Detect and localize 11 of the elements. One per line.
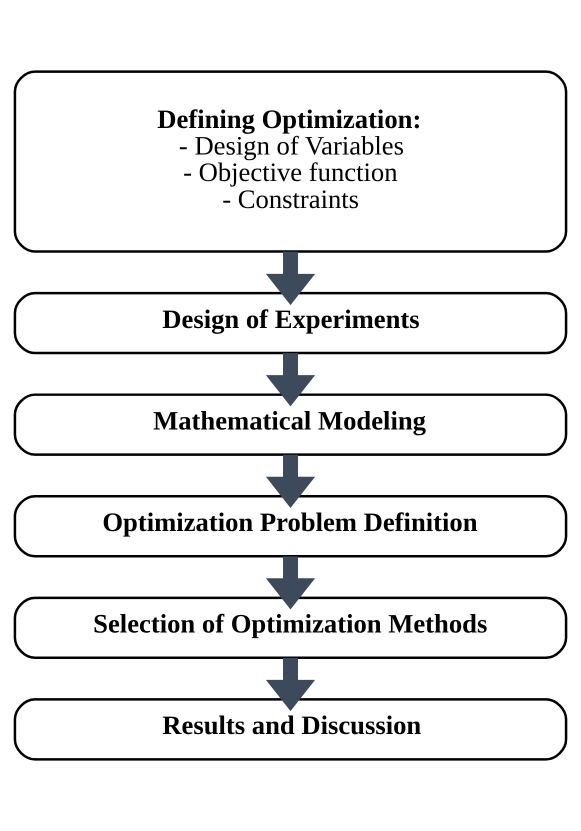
node-box: Design of Experiments xyxy=(14,292,568,354)
node-box: Results and Discussion xyxy=(14,698,568,761)
arrow xyxy=(266,556,316,610)
node-box: Mathematical Modeling xyxy=(14,393,568,456)
node-box: Defining Optimization: - Design of Variables - Objective function - Constraints xyxy=(14,70,568,253)
arrow xyxy=(266,252,316,306)
node-box: Optimization Problem Definition xyxy=(14,495,568,558)
arrow xyxy=(266,454,316,508)
node-box: Selection of Optimization Methods xyxy=(14,596,568,660)
arrow xyxy=(266,658,316,712)
arrow xyxy=(266,353,316,406)
